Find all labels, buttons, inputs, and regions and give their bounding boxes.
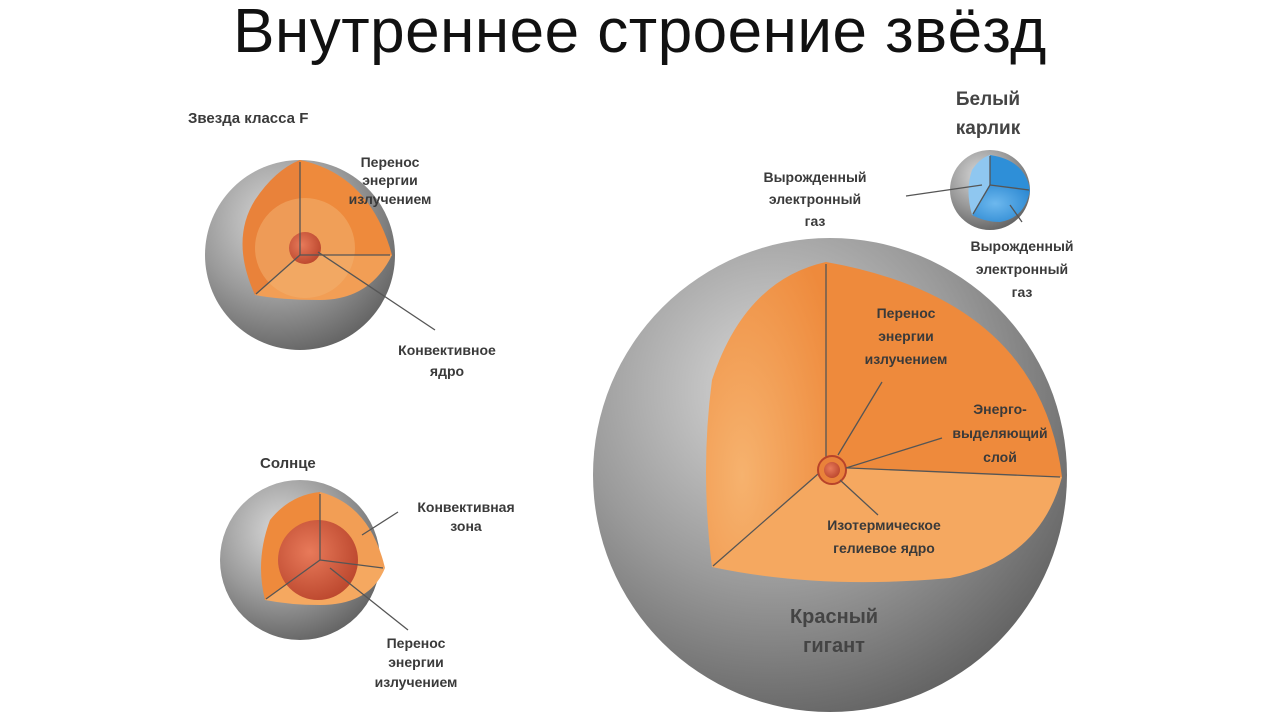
- sun-edge: [265, 559, 321, 600]
- sun-radiative-leader: [329, 567, 409, 631]
- star-f-edge: [255, 254, 301, 295]
- slide-title: Внутреннее строение звёзд: [233, 0, 1047, 66]
- white-dwarf-right-leader: [1009, 204, 1023, 223]
- red-giant-shell-label: выделяющий: [952, 425, 1047, 441]
- white-dwarf-left-label: Вырожденный: [763, 169, 866, 185]
- red-giant-radiative-label: энергии: [878, 328, 934, 344]
- white-dwarf-edge: [972, 184, 991, 215]
- white-dwarf-title: карлик: [956, 118, 1021, 139]
- red-giant-cutaway-right: [826, 262, 1062, 477]
- white-dwarf-right-label: Вырожденный: [970, 238, 1073, 254]
- star-red-giant: Перенос энергии излучением Энерго- выдел…: [593, 238, 1067, 712]
- white-dwarf-left-label: газ: [805, 213, 826, 229]
- red-giant-shell-label: Энерго-: [973, 401, 1027, 417]
- sun-title: Солнце: [260, 455, 316, 472]
- red-giant-core: [824, 462, 840, 478]
- white-dwarf-edge: [989, 184, 1030, 191]
- red-giant-core-label: гелиевое ядро: [833, 540, 935, 556]
- red-giant-title: Красный: [790, 606, 878, 628]
- red-giant-core-label: Изотермическое: [827, 517, 941, 533]
- star-sun: Солнце Конвективная зона Перенос энергии…: [220, 455, 515, 690]
- red-giant-radiative-label: излучением: [865, 351, 948, 367]
- star-f-class: Звезда класса F Перенос энергии излучени…: [188, 110, 496, 379]
- white-dwarf-right-label: газ: [1012, 284, 1033, 300]
- star-f-core-label: Конвективное: [398, 342, 496, 358]
- sun-radiative-label: Перенос: [387, 635, 446, 651]
- red-giant-shell-label: слой: [983, 449, 1017, 465]
- star-white-dwarf: Белый карлик Вырожденный электронный газ…: [763, 89, 1073, 300]
- red-giant-cutaway-bottom: [712, 467, 1062, 583]
- red-giant-radiative-leader: [837, 381, 883, 456]
- white-dwarf-right-label: электронный: [976, 261, 1068, 277]
- star-f-core: [289, 232, 321, 264]
- sun-convective-leader: [361, 511, 399, 536]
- white-dwarf-title: Белый: [956, 89, 1020, 110]
- red-giant-core-leader: [839, 479, 879, 516]
- star-f-radiative-label: излучением: [349, 191, 432, 207]
- sun-radiative-core: [278, 520, 358, 600]
- sun-radiative-label: энергии: [388, 654, 444, 670]
- star-f-radiative-label: энергии: [362, 172, 418, 188]
- red-giant-edge: [712, 466, 827, 567]
- red-giant-shell-leader: [845, 437, 943, 469]
- sun-radiative-label: излучением: [375, 674, 458, 690]
- white-dwarf-left-leader: [905, 184, 983, 197]
- star-f-core-label: ядро: [430, 363, 464, 379]
- red-giant-edge: [825, 466, 1061, 478]
- white-dwarf-left-label: электронный: [769, 191, 861, 207]
- sun-convective-label: Конвективная: [417, 499, 514, 515]
- red-giant-title: гигант: [803, 635, 865, 657]
- white-dwarf-cutaway: [990, 155, 1030, 190]
- red-giant-radiative-label: Перенос: [877, 305, 936, 321]
- star-f-title: Звезда класса F: [188, 110, 308, 127]
- red-giant-cutaway-left: [706, 262, 826, 567]
- star-f-radiative-label: Перенос: [361, 154, 420, 170]
- sun-convective-label: зона: [450, 518, 482, 534]
- star-f-core-leader: [317, 251, 436, 331]
- sun-edge: [319, 559, 384, 569]
